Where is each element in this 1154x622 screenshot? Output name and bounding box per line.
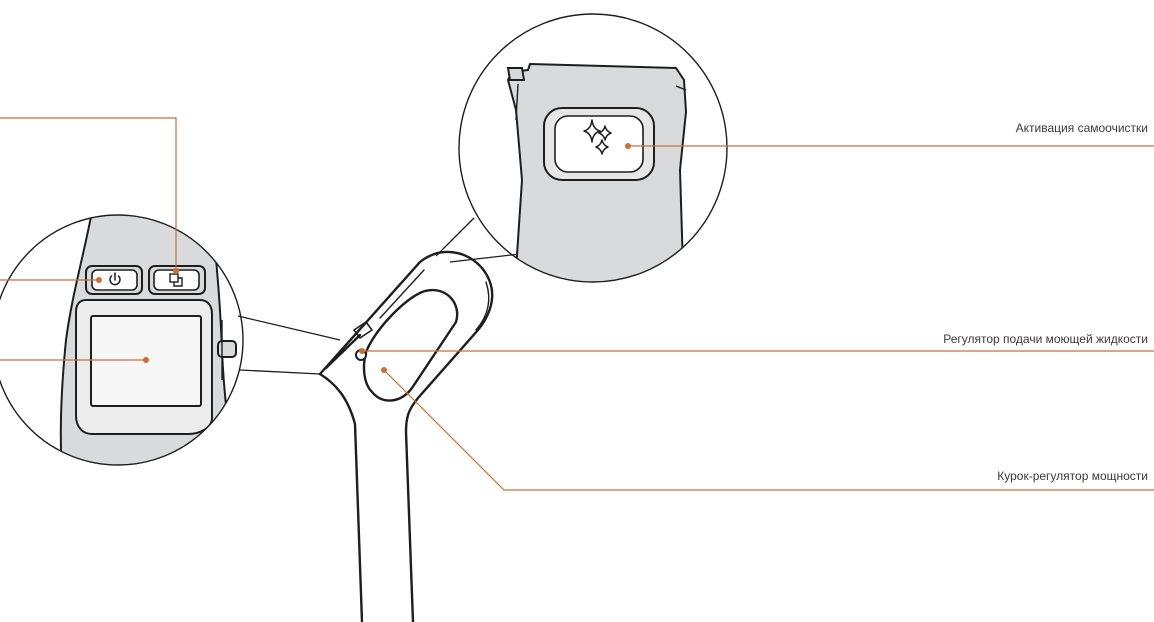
callout-power-trigger: Курок-регулятор мощности bbox=[997, 469, 1148, 483]
self-clean-button bbox=[554, 115, 644, 173]
callout-fluid-regulator: Регулятор подачи моющей жидкости bbox=[943, 332, 1148, 346]
leader-lines bbox=[0, 117, 1154, 491]
power-icon bbox=[109, 272, 121, 286]
leader-mode-button bbox=[0, 117, 177, 271]
sparkle-icon bbox=[583, 119, 612, 155]
zoom-self-clean-panel bbox=[458, 13, 728, 283]
leader-power-trigger bbox=[383, 369, 1154, 491]
power-button bbox=[85, 265, 143, 295]
layers-icon bbox=[169, 273, 183, 287]
leader-dots bbox=[96, 143, 631, 373]
zoom-display-panel bbox=[0, 214, 244, 466]
handle-body bbox=[318, 250, 494, 622]
mode-button bbox=[148, 265, 206, 295]
callout-self-cleaning: Активация самоочистки bbox=[1015, 121, 1148, 135]
